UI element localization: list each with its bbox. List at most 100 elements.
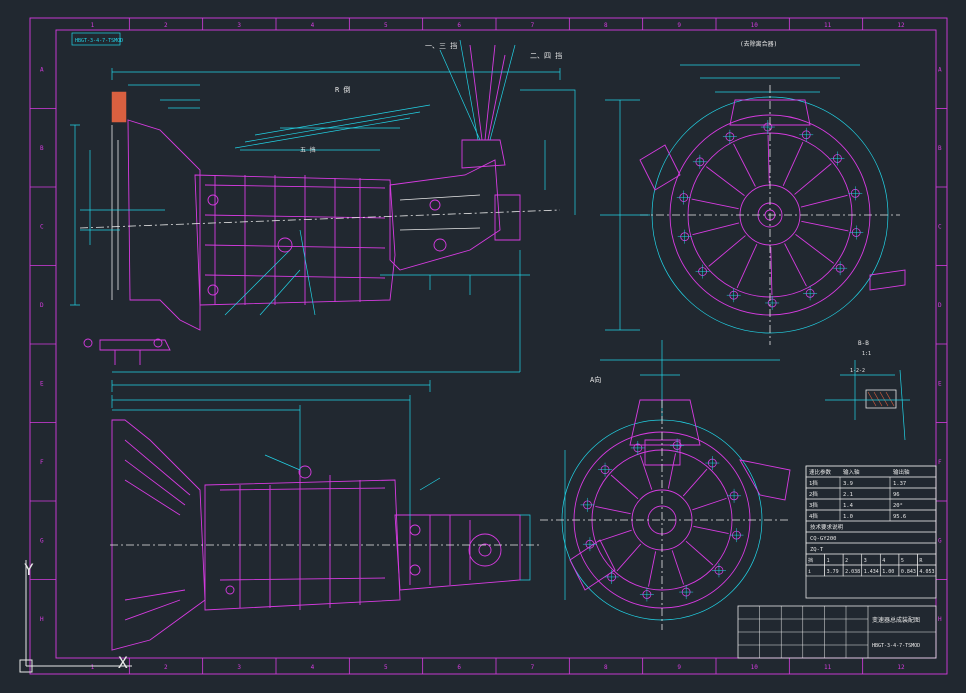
- col-label-bottom: 7: [531, 664, 535, 671]
- gear-ratio-cell: i: [808, 569, 811, 575]
- col-label-top: 5: [384, 22, 388, 29]
- row-label-right: D: [938, 302, 942, 309]
- param-cell: 1.37: [893, 481, 906, 487]
- param-header-cell: 速比参数: [809, 468, 832, 476]
- row-label-right: C: [938, 223, 942, 230]
- col-label-top: 10: [751, 22, 759, 29]
- row-label-right: B: [938, 145, 942, 152]
- stamp-box: [71, 32, 121, 46]
- section-label: B-B: [858, 340, 869, 347]
- note-cell: 技术要求说明: [810, 523, 844, 531]
- drawing-number: HBGT-3-4-7-TSMOD: [872, 643, 920, 649]
- param-cell: 20°: [893, 503, 903, 509]
- col-label-top: 4: [311, 22, 315, 29]
- col-label-bottom: 2: [164, 664, 168, 671]
- col-label-top: 11: [824, 22, 832, 29]
- gear-ratio-cell: 1.434: [864, 569, 879, 575]
- section-detail: B-B 1:1 1-2-2: [825, 340, 910, 441]
- param-cell: 1挡: [809, 479, 818, 487]
- gear-label-5: 五 挡: [300, 146, 316, 154]
- col-label-bottom: 10: [751, 664, 759, 671]
- drawing-name: 变速器总成装配图: [872, 616, 920, 624]
- row-label-right: A: [938, 66, 942, 73]
- col-label-bottom: 1: [91, 664, 95, 671]
- rear-view-bottom: A向: [540, 340, 791, 630]
- note-cell: ZQ-T: [810, 547, 824, 553]
- row-label-left: F: [40, 459, 44, 466]
- param-header-cell: 输出轴: [893, 468, 910, 476]
- gear-ratio-cell: 挡: [808, 557, 813, 564]
- ucs-x-label: X: [118, 653, 128, 672]
- col-label-bottom: 11: [824, 664, 832, 671]
- row-label-right: H: [938, 616, 942, 623]
- col-label-top: 12: [897, 22, 905, 29]
- row-label-left: D: [40, 302, 44, 309]
- col-label-bottom: 9: [677, 664, 681, 671]
- param-header-cell: 输入轴: [843, 468, 860, 476]
- col-label-bottom: 12: [897, 664, 905, 671]
- gear-label-r: R 倒: [335, 85, 350, 94]
- gear-ratio-cell: 3: [864, 558, 867, 564]
- row-label-left: G: [40, 537, 44, 544]
- col-label-bottom: 8: [604, 664, 608, 671]
- gear-ratio-cell: 4.053: [919, 569, 934, 575]
- param-cell: 1.4: [843, 503, 854, 509]
- view-note: (去除离合器): [740, 40, 777, 48]
- row-label-right: F: [938, 459, 942, 466]
- col-label-top: 2: [164, 22, 168, 29]
- hatched-flange: [111, 91, 127, 123]
- gear-ratio-cell: 3.79: [827, 569, 839, 575]
- front-view-top: (去除离合器): [600, 40, 906, 345]
- outer-frame: [29, 17, 948, 675]
- gear-ratio-cell: 1.00: [882, 569, 894, 575]
- row-label-left: H: [40, 616, 44, 623]
- row-label-right: E: [938, 380, 942, 387]
- param-cell: 3挡: [809, 501, 818, 509]
- gear-label-13: 一、三 挡: [425, 41, 457, 50]
- a-direction-label: A向: [590, 375, 601, 384]
- gear-ratio-cell: R: [919, 558, 923, 564]
- row-label-right: G: [938, 537, 942, 544]
- section-rev: 1-2-2: [850, 368, 865, 374]
- gear-ratio-cell: 2.038: [845, 569, 860, 575]
- plan-view-bottom: [110, 395, 540, 651]
- col-label-top: 3: [237, 22, 241, 29]
- col-label-top: 6: [457, 22, 461, 29]
- col-label-top: 9: [677, 22, 681, 29]
- side-view-top: [70, 39, 576, 392]
- col-label-bottom: 6: [457, 664, 461, 671]
- gear-ratio-cell: 4: [882, 558, 885, 564]
- col-label-top: 1: [91, 22, 95, 29]
- gear-label-24: 二、四 挡: [530, 51, 562, 60]
- gear-ratio-cell: 2: [845, 558, 848, 564]
- param-cell: 3.9: [843, 481, 853, 487]
- param-cell: 96: [893, 492, 900, 498]
- row-label-left: C: [40, 223, 44, 230]
- param-cell: 2挡: [809, 490, 818, 498]
- param-cell: 95.6: [893, 514, 906, 520]
- gear-ratio-cell: 0.843: [901, 569, 916, 575]
- ucs-y-label: Y: [24, 560, 34, 579]
- param-cell: 4挡: [809, 512, 818, 520]
- col-label-top: 8: [604, 22, 608, 29]
- gear-ratio-cell: 1: [827, 558, 830, 564]
- gear-ratio-cell: 5: [901, 558, 904, 564]
- row-label-left: E: [40, 380, 44, 387]
- row-label-left: B: [40, 145, 44, 152]
- col-label-top: 7: [531, 22, 535, 29]
- col-label-bottom: 4: [311, 664, 315, 671]
- section-scale: 1:1: [862, 351, 871, 357]
- note-cell: CQ-GY200: [810, 536, 837, 542]
- param-cell: 1.0: [843, 514, 853, 520]
- stamp-text: HBGT-3-4-7-TSMOD: [75, 38, 123, 44]
- col-label-bottom: 3: [237, 664, 241, 671]
- ucs-icon: Y X: [19, 560, 132, 673]
- param-cell: 2.1: [843, 492, 853, 498]
- col-label-bottom: 5: [384, 664, 388, 671]
- inner-frame: [55, 29, 937, 659]
